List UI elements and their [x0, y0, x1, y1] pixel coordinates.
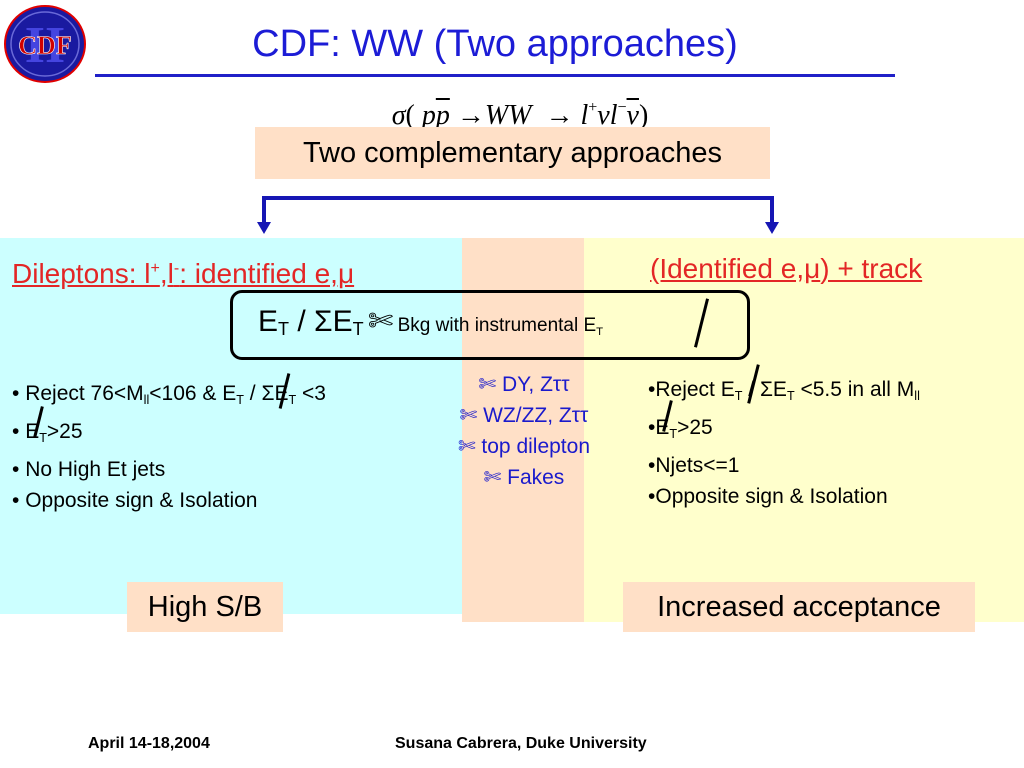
list-item: • Opposite sign & Isolation [12, 489, 258, 512]
list-item: •Opposite sign & Isolation [648, 485, 888, 508]
lepton-track-heading: (Identified e,μ) + track [650, 252, 922, 286]
arrow-down-icon [257, 222, 271, 234]
sub-t: T [278, 319, 290, 339]
formula-p1: p [421, 100, 436, 131]
list-item: ✄ top dilepton [432, 431, 616, 462]
bkg-text: Bkg with instrumental E [397, 315, 597, 336]
heading-mu: μ [337, 258, 355, 289]
sub-t: T [596, 326, 604, 338]
cdf-logo: II CDF [4, 5, 86, 83]
bracket-bar [262, 196, 774, 200]
footer-date: April 14-18,2004 [88, 735, 210, 752]
formula-l1: l [580, 100, 589, 131]
list-item: ✄ Fakes [432, 462, 616, 493]
dilepton-cuts-list: • Reject 76<Mll<106 & ET / ΣET <3 • ET>2… [12, 378, 326, 516]
backgrounds-list: ✄ DY, Zττ ✄ WZ/ZZ, Zττ ✄ top dilepton ✄ … [432, 369, 616, 493]
formula-ww: WW [484, 100, 532, 131]
list-item: • ET>25 [12, 420, 83, 445]
formula-l2: l [609, 100, 618, 131]
formula-arrow-1: → [456, 100, 485, 131]
common-cuts-box [230, 290, 750, 360]
heading-text: ,l [159, 258, 174, 289]
list-item: ✄ WZ/ZZ, Zττ [432, 400, 616, 431]
lepton-track-panel [584, 238, 1024, 622]
background-panel [462, 238, 584, 622]
page-title: CDF: WW (Two approaches) [252, 23, 738, 65]
scissors-icon: ✄ [457, 435, 476, 458]
formula-sup-plus: + [588, 99, 598, 116]
high-sb-box: High S/B [127, 582, 283, 632]
heading-text: : identified e, [179, 258, 338, 289]
formula-nubar: ν [626, 100, 639, 131]
heading-sup: + [150, 260, 160, 277]
list-item: ✄ DY, Zττ [432, 369, 616, 400]
background-label: DY, Zττ [496, 373, 570, 396]
list-item: • Reject 76<Mll<106 & ET / ΣET <3 [12, 382, 326, 407]
bkg-label: Bkg with instrumental ET [397, 315, 604, 338]
e-symbol: E [258, 305, 279, 338]
sub-t: T [352, 319, 364, 339]
scissors-icon: ✄ [478, 373, 497, 396]
list-item: •Njets<=1 [648, 454, 740, 477]
formula-pbar: p [435, 100, 450, 131]
list-item: •Reject ET / ΣET <5.5 in all Mll [648, 378, 920, 403]
list-item: • No High Et jets [12, 458, 166, 481]
heading-text: ) + track [820, 253, 923, 284]
footer-author: Susana Cabrera, Duke University [395, 735, 647, 752]
list-item: •ET>25 [648, 416, 713, 441]
heading-mu: μ [804, 253, 821, 284]
heading-sup: - [173, 260, 180, 277]
scissors-icon: ✄ [459, 404, 478, 427]
background-label: WZ/ZZ, Zττ [477, 404, 589, 427]
logo-numeral: II [25, 17, 65, 74]
background-label: top dilepton [475, 435, 591, 458]
background-label: Fakes [501, 466, 565, 489]
heading-text: (Identified e, [650, 253, 805, 284]
sum-et: / ΣE [289, 305, 353, 338]
arrow-right-shaft [770, 196, 774, 224]
formula-lparen: ( [405, 100, 415, 131]
arrow-left-shaft [262, 196, 266, 224]
formula-nu1: ν [597, 100, 610, 131]
logo-text: CDF [18, 31, 71, 60]
common-cuts-text: ET / ΣET ✄ Bkg with instrumental ET [258, 300, 603, 354]
cross-section-formula: σ( pp →WW → l+νl−ν) [300, 88, 740, 136]
title-underline [95, 74, 895, 77]
formula-sigma: σ [391, 100, 406, 131]
heading-text: Dileptons: l [12, 258, 151, 289]
two-approaches-box: Two complementary approaches [255, 127, 770, 179]
formula-arrow-2: → [545, 100, 574, 131]
met-ratio: ET / ΣET [258, 305, 364, 339]
increased-acceptance-box: Increased acceptance [623, 582, 975, 632]
formula-sup-minus: − [617, 99, 627, 116]
formula-rparen: ) [638, 100, 649, 131]
scissors-icon: ✄ [483, 466, 502, 489]
arrow-down-icon [765, 222, 779, 234]
dilepton-heading: Dileptons: l+,l-: identified e,μ [12, 252, 354, 291]
scissors-icon: ✄ [368, 305, 394, 338]
lepton-track-cuts-list: •Reject ET / ΣET <5.5 in all Mll •ET>25 … [648, 374, 920, 512]
